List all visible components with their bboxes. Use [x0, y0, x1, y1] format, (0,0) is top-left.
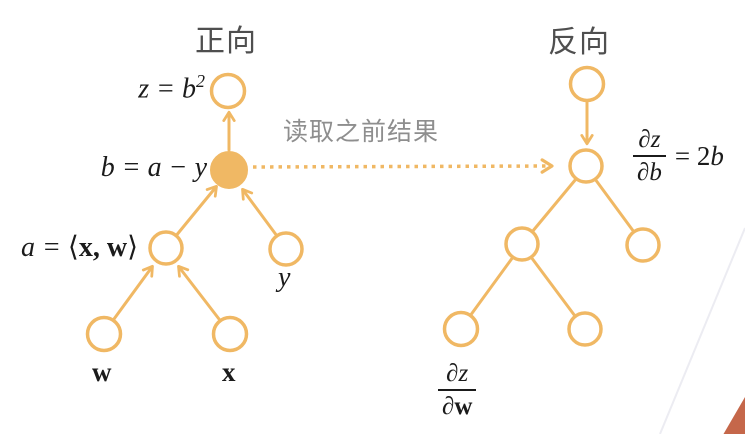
edge-left-to-leaf2	[529, 255, 577, 318]
backward-node-leaf1	[442, 310, 480, 348]
corner-triangle-decoration	[723, 397, 745, 434]
dzdb-fraction: ∂z∂b	[633, 126, 666, 188]
label-a-equation: a = ⟨x, w⟩	[20, 232, 138, 263]
backward-node-root	[568, 65, 606, 103]
edge-db-to-left	[530, 177, 578, 234]
backward-node-leaf2	[567, 311, 603, 347]
dzdw-denominator: ∂w	[438, 388, 477, 422]
memo-read-annotation: 读取之前结果	[283, 118, 440, 146]
label-b-equation: b = a − y	[100, 152, 207, 183]
angle-bracket-open: ⟨	[67, 232, 79, 263]
forward-node-b-filled	[210, 151, 248, 189]
dzdb-result: = 2b	[674, 141, 724, 172]
memo-read-dotted-arrow	[252, 158, 554, 174]
label-x-variable: x	[222, 357, 236, 387]
angle-bracket-close: ⟩	[127, 232, 138, 263]
label-y-variable: y	[278, 262, 291, 293]
label-dzdw-gradient: ∂z ∂w	[438, 360, 477, 422]
forward-node-y	[268, 231, 304, 267]
forward-node-w	[85, 315, 123, 353]
slide-diagonal-line	[659, 227, 745, 434]
label-dzdb-equation: ∂z∂b = 2b	[633, 126, 724, 188]
backward-node-right	[625, 227, 661, 263]
backward-pass-title: 反向	[548, 26, 610, 59]
label-w-variable: w	[92, 357, 112, 387]
label-z-equation: z = b2	[138, 71, 205, 105]
edge-x-to-a-arrow	[177, 264, 221, 321]
edge-left-to-leaf1	[468, 255, 515, 318]
backward-node-db	[568, 148, 604, 184]
forward-node-a	[148, 230, 184, 266]
label-z-exponent: 2	[196, 71, 205, 91]
forward-pass-title: 正向	[195, 25, 257, 58]
edge-w-to-a-arrow	[112, 264, 154, 321]
forward-node-x	[211, 315, 249, 353]
label-a-vector-args: x, w	[78, 232, 128, 263]
edge-db-to-right	[593, 177, 636, 234]
forward-node-z	[209, 72, 247, 110]
backward-node-left	[504, 226, 540, 262]
edge-a-to-b-arrow	[173, 184, 218, 239]
edge-y-to-b-arrow	[241, 187, 279, 238]
